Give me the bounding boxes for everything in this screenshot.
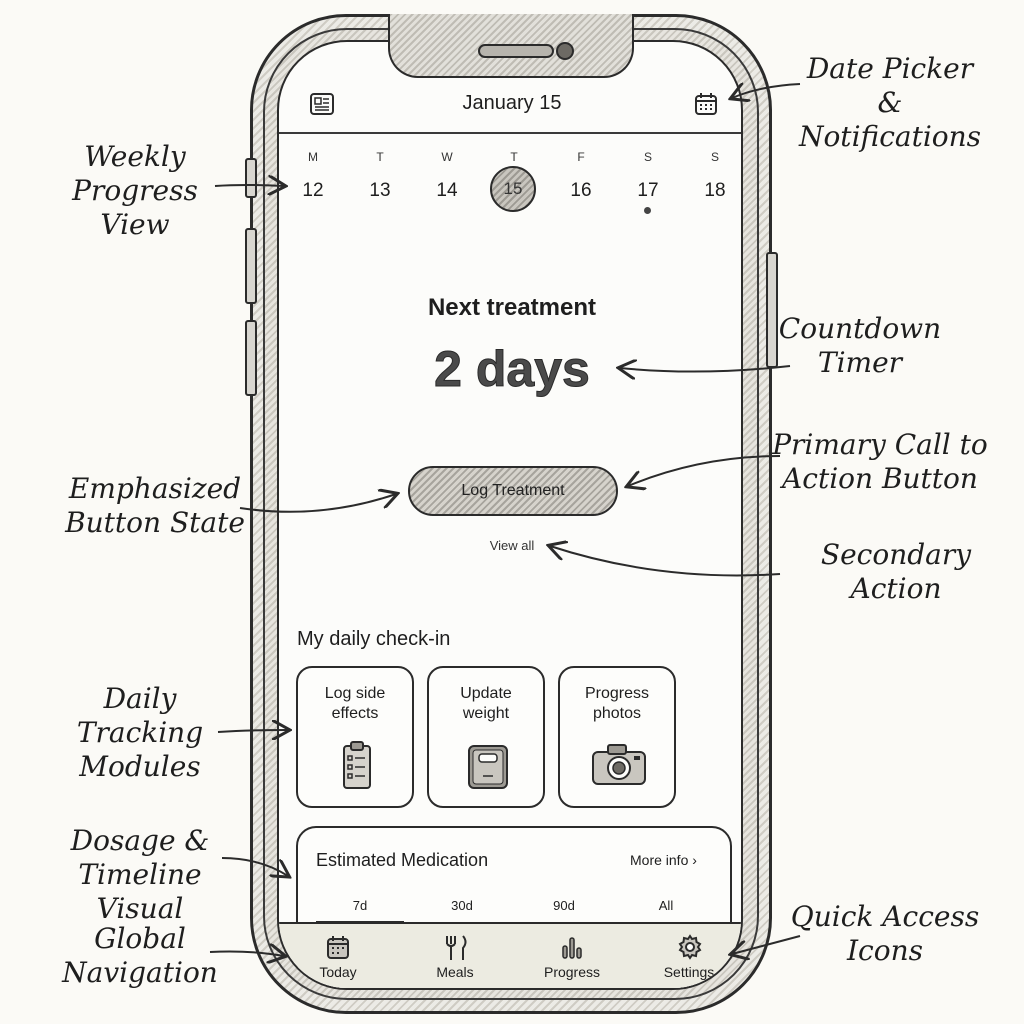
arrow-secondary-action [550, 546, 781, 577]
volume-up-button [245, 228, 257, 304]
camera-icon [590, 740, 648, 793]
progress-photos-card[interactable]: Progress photos [558, 666, 676, 808]
annotation-countdown: Countdown Timer [778, 312, 942, 379]
speaker-grille [478, 44, 554, 58]
nav-label: Progress [543, 964, 601, 980]
weekday-label: S [643, 150, 652, 164]
weekday-label: F [577, 150, 585, 164]
card-label: Update weight [460, 685, 512, 722]
gear-icon [677, 934, 703, 965]
weekday-label: M [308, 150, 318, 164]
arrow-weekly-progress [214, 185, 284, 186]
arrow-date-picker [732, 84, 801, 98]
day-number[interactable]: 14 [436, 180, 458, 201]
nav-item-meals[interactable]: Meals [400, 924, 510, 988]
arrow-primary-cta [628, 455, 781, 486]
log-treatment-button[interactable]: Log Treatment [408, 466, 618, 516]
nav-item-settings[interactable]: Settings [634, 924, 741, 988]
weekday-label: T [376, 150, 384, 164]
daily-checkin-title: My daily check-in [297, 628, 451, 650]
annotation-date-picker: Date Picker & Notifications [798, 52, 982, 153]
nav-item-progress[interactable]: Progress [517, 924, 627, 988]
annotation-weekly-progress: Weekly Progress View [72, 140, 198, 241]
arrow-dosage-timeline [221, 857, 288, 876]
weekday-label: W [441, 150, 453, 164]
arrow-global-navigation [209, 952, 284, 957]
news-icon[interactable] [309, 92, 335, 121]
silent-switch [245, 158, 257, 198]
day-number[interactable]: 13 [369, 180, 391, 201]
view-all-link[interactable]: View all [489, 538, 535, 553]
phone-screen: January 15 M T W T F S S 12 13 14 15 16 … [277, 40, 743, 990]
weekday-label: S [710, 150, 719, 164]
volume-down-button [245, 320, 257, 396]
day-number[interactable]: 16 [570, 180, 592, 201]
annotation-daily-tracking: Daily Tracking Modules [76, 682, 204, 783]
update-weight-card[interactable]: Update weight [427, 666, 545, 808]
medication-title: Estimated Medication [316, 850, 489, 870]
front-camera [556, 42, 574, 60]
annotation-primary-cta: Primary Call to Action Button [772, 428, 988, 495]
day-number[interactable]: 18 [704, 180, 726, 201]
day-number[interactable]: 12 [302, 180, 324, 201]
nav-label: Settings [663, 964, 715, 980]
annotation-emphasized-button: Emphasized Button State [65, 472, 245, 539]
countdown-value: 2 days [434, 341, 591, 398]
utensils-icon [443, 934, 469, 967]
nav-label: Today [319, 964, 357, 980]
arrow-quick-access [732, 935, 801, 954]
card-label: Log side effects [324, 685, 386, 722]
header-divider [279, 132, 741, 134]
day-number[interactable]: 17 [637, 180, 659, 201]
event-indicator-dot [644, 207, 651, 214]
selected-day[interactable]: 15 [490, 166, 536, 212]
bar-chart-icon [560, 934, 584, 965]
calendar-icon [326, 934, 350, 965]
scale-icon [463, 740, 513, 797]
card-label: Progress photos [584, 685, 650, 722]
annotation-secondary-action: Secondary Action [820, 538, 972, 605]
header-date-title[interactable]: January 15 [462, 92, 562, 114]
log-side-effects-card[interactable]: Log side effects [296, 666, 414, 808]
weekday-label: T [510, 150, 518, 164]
nav-item-today[interactable]: Today [283, 924, 393, 988]
arrow-daily-tracking [217, 730, 288, 732]
arrow-countdown [620, 366, 791, 372]
more-info-label: More info [630, 852, 689, 868]
arrow-emphasized-button [239, 494, 396, 513]
annotation-dosage-timeline: Dosage & Timeline Visual [70, 824, 210, 925]
range-tab-7d[interactable]: 7d [352, 898, 368, 913]
annotation-global-navigation: Global Navigation [62, 922, 218, 989]
chevron-right-icon: › [692, 852, 697, 868]
range-tab-all[interactable]: All [658, 898, 674, 913]
nav-label: Meals [436, 964, 474, 980]
range-tab-30d[interactable]: 30d [451, 898, 473, 913]
annotation-quick-access: Quick Access Icons [790, 900, 980, 967]
more-info-link[interactable]: More info › [630, 852, 697, 868]
calendar-icon[interactable] [694, 92, 718, 121]
next-treatment-title: Next treatment [427, 294, 597, 321]
range-tab-90d[interactable]: 90d [553, 898, 575, 913]
clipboard-icon [332, 740, 382, 797]
bottom-navigation: Today Meals Progress Settings [279, 922, 741, 988]
